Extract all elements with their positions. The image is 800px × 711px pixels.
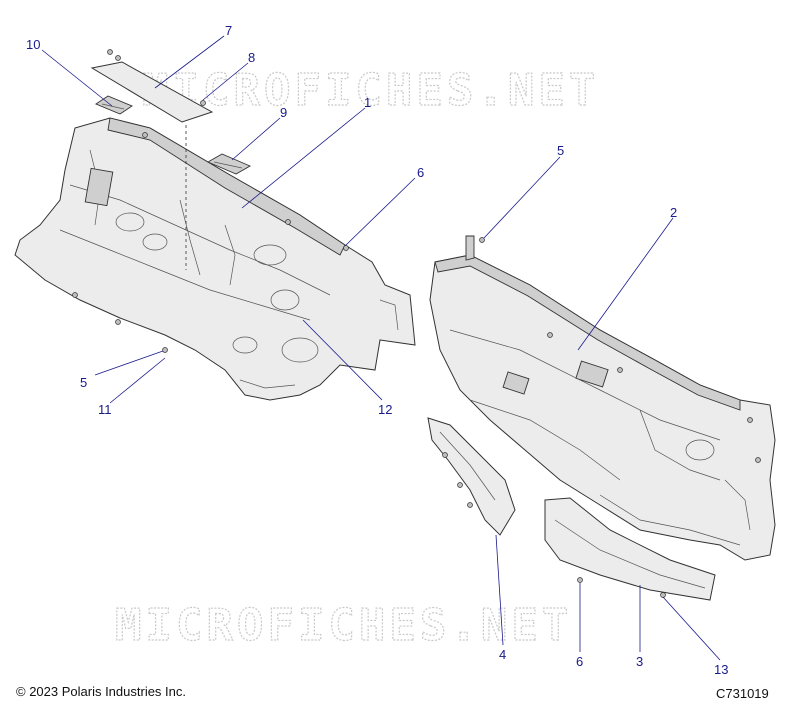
callout-5-left: 5: [80, 375, 87, 390]
plate-part-7: [90, 61, 214, 123]
callout-5-top: 5: [557, 143, 564, 158]
callout-12: 12: [378, 402, 392, 417]
callout-9: 9: [280, 105, 287, 120]
fastener-group-right: [442, 237, 761, 598]
callout-7: 7: [225, 23, 232, 38]
bracket-part-9: [206, 153, 252, 175]
lower-trim-part-3: [544, 497, 716, 601]
firewall-panel-part-2: [429, 235, 776, 561]
callout-11: 11: [98, 402, 112, 417]
watermark-top: MICROFICHES.NET: [142, 65, 599, 116]
drawing-id: C731019: [716, 686, 769, 701]
callout-6-top: 6: [417, 165, 424, 180]
copyright-notice: © 2023 Polaris Industries Inc.: [16, 684, 186, 699]
callout-3: 3: [636, 654, 643, 669]
callout-10: 10: [26, 37, 40, 52]
callout-labels: 10 7 8 9 1 6 5 2 5 11 12 4 6 3 13: [26, 23, 728, 677]
callout-8: 8: [248, 50, 255, 65]
watermark-bottom: MICROFICHES.NET: [115, 600, 572, 651]
callout-6-bottom: 6: [576, 654, 583, 669]
callout-13: 13: [714, 662, 728, 677]
bracket-part-10: [95, 95, 133, 115]
callout-4: 4: [499, 647, 506, 662]
callout-2: 2: [670, 205, 677, 220]
callout-1: 1: [364, 95, 371, 110]
side-bracket-part-4: [427, 417, 516, 536]
leader-lines: [41, 35, 721, 661]
fastener-group-left: [72, 49, 349, 353]
